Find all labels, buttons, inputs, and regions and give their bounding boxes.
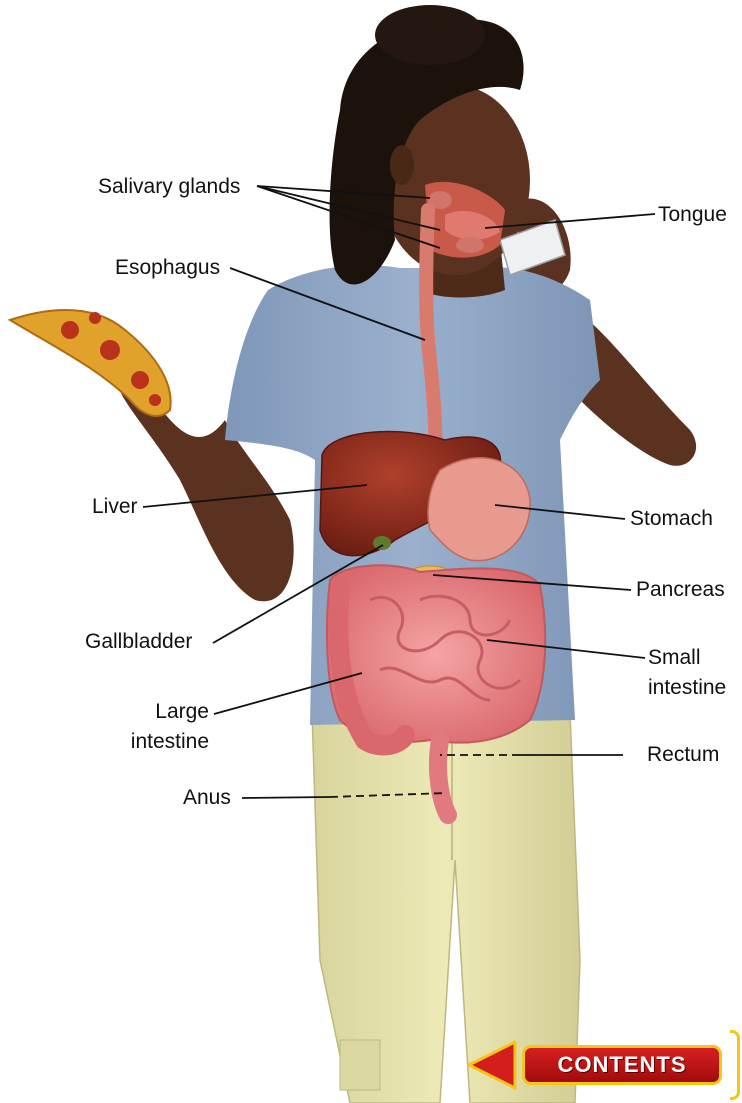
label-large-intestine-line2: intestine [114,730,209,754]
back-arrow-icon[interactable] [465,1040,517,1090]
label-esophagus: Esophagus [115,256,220,280]
label-anus: Anus [183,786,231,810]
label-liver: Liver [92,495,138,519]
contents-button-label: CONTENTS [558,1052,687,1078]
label-gallbladder: Gallbladder [85,630,192,654]
label-small-intestine-line1: Small [648,646,701,670]
nav-bracket-decoration [730,1030,740,1100]
label-tongue: Tongue [658,203,727,227]
gallbladder [373,536,391,550]
contents-button[interactable]: CONTENTS [522,1045,722,1085]
label-stomach: Stomach [630,507,713,531]
label-small-intestine-line2: intestine [648,676,726,700]
label-pancreas: Pancreas [636,578,725,602]
label-salivary-glands: Salivary glands [98,175,240,199]
label-large-intestine-line1: Large [145,700,209,724]
label-rectum: Rectum [647,743,719,767]
pizza-slice [10,310,171,416]
